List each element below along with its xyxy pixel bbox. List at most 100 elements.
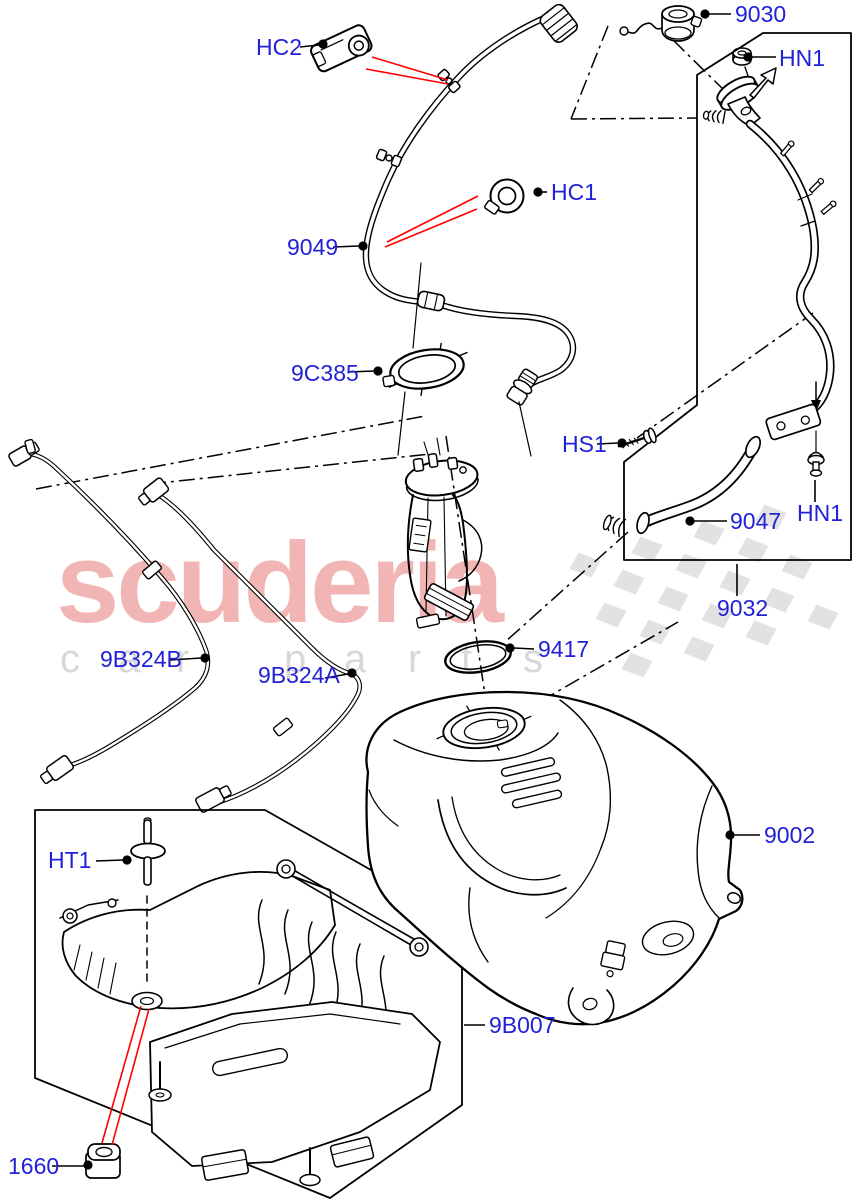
flag-cell [569,552,601,578]
direction-arrow-icon [749,67,777,99]
tube-clip-2 [375,148,403,168]
flag-cell [639,619,671,645]
part-label-9b007: 9B007 [489,1012,556,1038]
flag-cell [701,603,733,629]
flag-cell [781,554,813,580]
watermark-letter: a [118,637,141,681]
part-label-9030: 9030 [735,1,786,27]
part-9030-valve [619,5,703,42]
leader-dot-9047 [685,516,695,526]
part-label-9049: 9049 [287,234,338,260]
flag-cell [621,652,653,678]
flag-cell [745,620,777,646]
leader-line-hs1 [596,442,619,445]
heat-shield-box [34,809,463,1199]
part-label-hn1-bottom: HN1 [797,500,843,526]
checkered-flag-watermark [569,504,839,678]
flag-cell [683,636,715,662]
part-label-ht1: HT1 [48,847,91,873]
part-label-9b324b: 9B324B [100,646,182,672]
part-hn1-clip-bottom [807,430,825,477]
vent-barb [702,110,726,124]
flag-cell [755,504,787,530]
leader-dot-9049 [358,241,368,251]
part-label-9032: 9032 [717,595,768,621]
tank-opening [436,705,532,751]
fuel-line-9b324b [8,438,211,785]
leader-dot-hn1-top [743,52,753,62]
leader-dot-hc1 [533,187,543,197]
fuel-tank-9002 [365,690,744,1026]
fuel-pump-module [404,437,483,629]
filler-pipe-assembly-9032 [602,32,852,561]
flag-cell [657,586,689,612]
tube-clip-1 [437,68,461,94]
red-arrow-1660 [101,1005,142,1144]
leader-line-hc2 [299,44,320,48]
pipe-bracket [765,403,822,441]
watermark-letter: p [284,637,306,681]
pipe-clip [780,140,795,157]
flag-cell [595,602,627,628]
leader-dot-9b324a [347,668,357,678]
leader-lines [52,9,816,1170]
part-hc2-connector [310,24,373,73]
part-label-1660: 1660 [8,1153,59,1179]
part-label-hc2: HC2 [256,34,302,60]
leader-dot-hc2 [318,39,328,49]
leader-line-9417 [513,647,535,650]
flag-cell [613,569,645,595]
flag-cell [737,537,769,563]
leader-dot-9030 [700,9,710,19]
part-label-9c385: 9C385 [291,360,359,386]
flag-cell [763,587,795,613]
float-paddle [423,583,475,621]
pipe-clip [820,200,837,215]
tube-corrugated-end [539,3,579,44]
part-label-hs1: HS1 [562,431,607,457]
part-label-9047: 9047 [730,508,781,534]
part-ht1-stud [130,817,166,1011]
leader-dot-9002 [725,830,735,840]
watermark-brand-text: scuderia [56,520,506,647]
part-9047-hose [602,435,762,538]
part-1660-nut [85,1143,121,1179]
leader-line-9b324b [169,657,202,661]
leader-dot-9b324b [200,653,210,663]
watermark-letter: r [408,637,421,681]
red-arrow-HC2 [371,56,449,81]
leader-dot-hs1 [617,438,627,448]
leader-line-ht1 [95,859,124,862]
red-arrow-HC2 [365,68,449,85]
flag-cell [807,604,839,630]
flag-cell [675,553,707,579]
part-label-9417: 9417 [538,636,589,662]
leader-dot-1660 [83,1160,93,1170]
fuel-line-9b324a [138,477,363,813]
leader-line-9b324a [324,673,349,679]
red-arrow-1660 [111,1008,150,1146]
fuel-tube-9049 [362,3,579,457]
part-label-9002: 9002 [764,822,815,848]
red-arrow-HC1 [386,195,479,243]
tube-end-fitting [506,368,539,406]
part-label-hn1-top: HN1 [779,45,825,71]
heat-shield-9b007 [59,817,441,1187]
flag-cell [693,520,725,546]
leader-dot-9417 [505,643,515,653]
leader-dot-9c385 [373,366,383,376]
flag-cell [719,570,751,596]
leader-line-9049 [332,245,360,248]
part-label-9b324a: 9B324A [258,662,341,688]
watermark-letter: t [461,637,472,681]
flag-cell [631,536,663,562]
leader-dot-ht1 [122,855,132,865]
part-hc1-clamp [484,178,525,215]
red-callout-arrows [101,56,479,1146]
watermark-letter: c [60,637,80,681]
tube-union [416,290,446,312]
part-9c385-lock-ring [382,262,468,456]
